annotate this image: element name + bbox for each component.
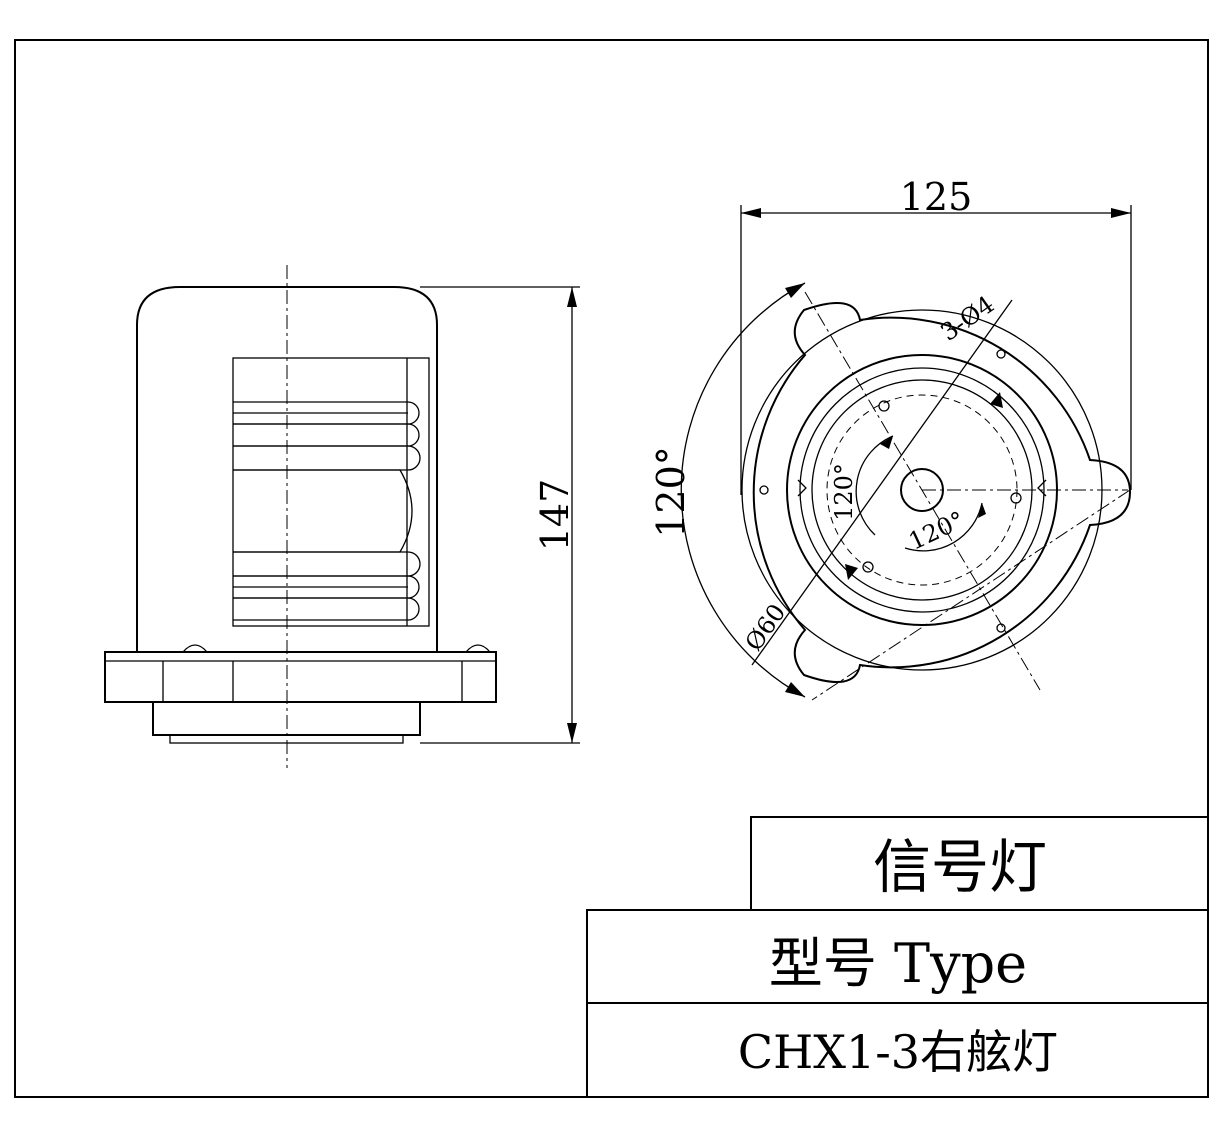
diameter-leader — [751, 299, 1013, 666]
mounting-hole — [862, 561, 874, 573]
inner-angle-label-2: 120° — [905, 506, 969, 556]
model-label: CHX1-3右舷灯 — [738, 1025, 1058, 1079]
mounting-hole — [1010, 492, 1022, 504]
lamp-ring — [799, 367, 1045, 613]
flange-hole — [759, 485, 769, 495]
screw-head-left — [181, 644, 209, 653]
width-label: 125 — [900, 175, 973, 219]
inner-angle-label-1: 120° — [830, 463, 858, 521]
type-label: 型号 Type — [769, 932, 1027, 995]
outer-flange — [752, 302, 1132, 683]
lens-window — [232, 357, 430, 627]
height-dimension — [420, 286, 580, 744]
top-view: 125 Ø60 3-Ø4 120° — [649, 175, 1132, 701]
bottom-ring — [169, 734, 404, 744]
product-name: 信号灯 — [873, 833, 1047, 901]
sheet-border — [14, 39, 1209, 1098]
lens-bulge — [233, 469, 413, 553]
screw-head-right — [464, 644, 492, 653]
title-block: 信号灯 型号 Type CHX1-3右舷灯 — [586, 816, 1209, 1098]
height-label: 147 — [533, 479, 577, 552]
mounting-hole — [878, 400, 890, 412]
flange-hole — [996, 623, 1006, 633]
lens-ribs-lower — [233, 551, 421, 621]
flange-hole — [996, 349, 1006, 359]
inner-angle-arc-1 — [855, 435, 894, 536]
width-dimension — [740, 205, 1132, 495]
side-view: 147 — [104, 265, 580, 768]
outer-angle-arc — [680, 282, 806, 698]
outer-angle-label: 120° — [649, 446, 693, 538]
inner-angle-arc-2 — [904, 502, 983, 552]
lamp-dome — [136, 286, 438, 652]
holes-label: 3-Ø4 — [935, 290, 999, 346]
title-model-cell — [586, 1002, 1209, 1098]
diameter-label: Ø60 — [740, 599, 792, 656]
lens-ribs-upper — [233, 401, 421, 471]
